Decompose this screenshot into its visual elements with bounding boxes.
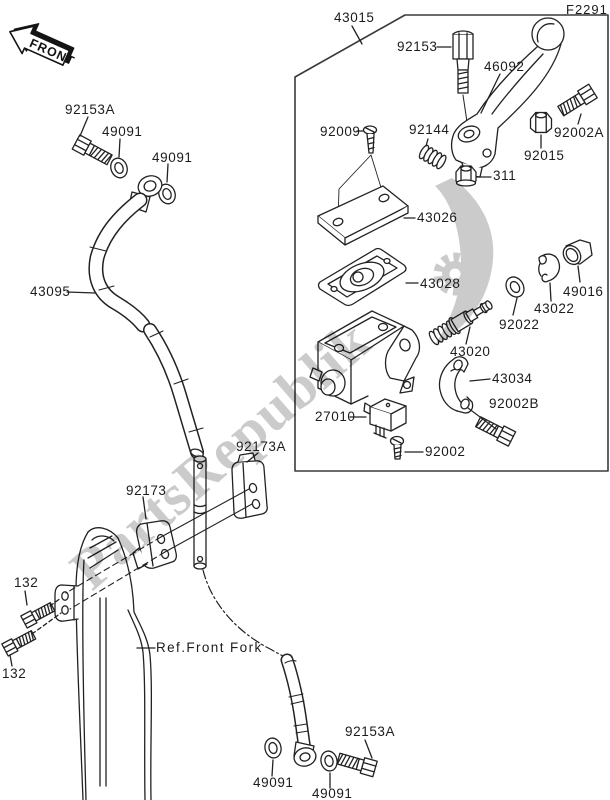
banjo-bolt-92153A-top xyxy=(71,117,114,168)
part-label-132-bottom: 132 xyxy=(2,666,27,681)
part-label-43026: 43026 xyxy=(417,210,458,225)
part-label-92153A-bottom: 92153A xyxy=(345,724,396,739)
bolt-92002B xyxy=(468,408,517,447)
part-label-43028: 43028 xyxy=(420,276,461,291)
part-label-46092: 46092 xyxy=(484,59,525,74)
part-label-92022: 92022 xyxy=(499,317,540,332)
bolt-92002A xyxy=(555,83,598,124)
handlebar-clamp-43034 xyxy=(439,357,490,413)
front-direction-arrow: FRONT xyxy=(4,14,77,68)
assembly-box-outline xyxy=(295,15,608,471)
part-label-49091-top-2: 49091 xyxy=(152,150,193,165)
part-label-92144: 92144 xyxy=(409,122,450,137)
part-label-49091-bottom-2: 49091 xyxy=(312,786,353,800)
part-label-27010: 27010 xyxy=(315,409,356,424)
dust-boot-49016 xyxy=(560,240,592,282)
part-label-92153A-top: 92153A xyxy=(65,102,116,117)
diaphragm-43028 xyxy=(319,249,419,306)
part-label-49091-top-1: 49091 xyxy=(102,124,143,139)
screw-92002 xyxy=(391,437,424,460)
master-cylinder-body xyxy=(310,311,419,404)
clamp-92173 xyxy=(133,497,176,569)
nut-92015 xyxy=(529,111,553,149)
part-label-43034: 43034 xyxy=(492,371,533,386)
part-label-92153: 92153 xyxy=(397,39,438,54)
part-label-92002: 92002 xyxy=(425,444,466,459)
part-label-49016: 49016 xyxy=(563,284,604,299)
banjo-bolt-92153A-bottom xyxy=(335,740,378,778)
spring-92144 xyxy=(417,139,449,171)
bolt-132-top xyxy=(20,591,61,629)
part-label-311: 311 xyxy=(493,168,517,183)
part-label-43015: 43015 xyxy=(334,10,375,25)
pivot-bolt-92153 xyxy=(437,31,473,122)
part-label-92002A: 92002A xyxy=(554,125,605,140)
hose-tube-section xyxy=(194,456,206,569)
screw-92009 xyxy=(338,126,383,220)
washer-49091-top-1 xyxy=(107,139,131,181)
piston-assembly-43020 xyxy=(426,296,496,347)
ref-front-fork-label: Ref.Front Fork xyxy=(156,640,263,655)
brake-hose-lower-end xyxy=(285,660,318,769)
part-label-92173: 92173 xyxy=(126,483,167,498)
part-label-92009: 92009 xyxy=(320,124,361,139)
clamp-alignment-lines xyxy=(66,489,252,609)
part-label-43020: 43020 xyxy=(450,344,491,359)
washer-49091-top-2 xyxy=(155,164,179,207)
guard-bracket xyxy=(55,585,78,621)
brake-hose-43095 xyxy=(67,172,204,458)
circlip-43022 xyxy=(539,254,560,301)
part-label-92002B: 92002B xyxy=(489,396,540,411)
page-code: F2291 xyxy=(566,2,608,17)
bolt-132-bottom xyxy=(1,613,61,666)
clamp-92173A xyxy=(232,453,267,518)
washer-92022 xyxy=(501,273,529,315)
part-label-49091-bottom-1: 49091 xyxy=(253,775,294,790)
hose-routing-dashline xyxy=(203,570,285,657)
brake-switch-27010 xyxy=(350,399,406,438)
washer-49091-bottom-2 xyxy=(318,748,340,788)
part-label-43095: 43095 xyxy=(30,284,71,299)
part-label-43022: 43022 xyxy=(534,301,575,316)
part-label-92015: 92015 xyxy=(524,148,565,163)
brake-lever-46092 xyxy=(452,18,564,177)
reservoir-cap-43026 xyxy=(318,186,415,245)
front-fork-guard xyxy=(76,528,151,800)
part-label-92173A: 92173A xyxy=(236,439,287,454)
part-label-132-top: 132 xyxy=(14,575,39,590)
washer-49091-bottom-1 xyxy=(262,735,284,776)
nut-311 xyxy=(455,165,491,186)
